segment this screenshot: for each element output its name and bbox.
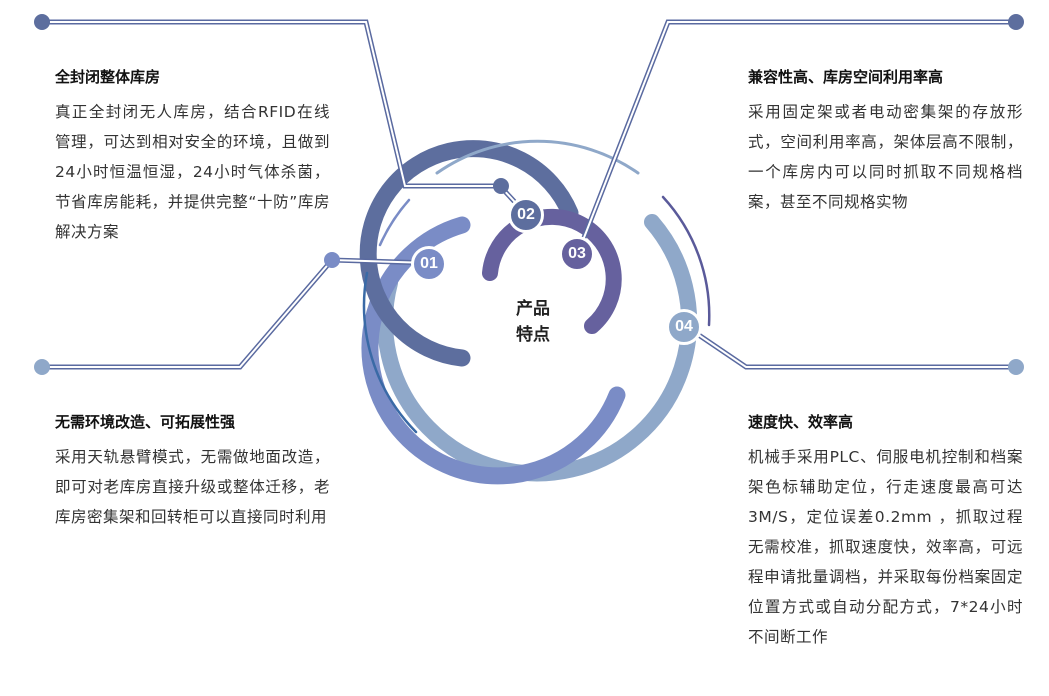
connector-04 [682,322,1016,370]
ring-01 [361,216,626,485]
center-label-line2: 特点 [516,325,550,345]
center-label: 产品 特点 [503,296,563,348]
feature-body: 采用固定架或者电动密集架的存放形式，空间利用率高，架体层高不限制，一个库房内可以… [748,103,1023,211]
feature-title: 速度快、效率高 [748,413,854,431]
feature-02: 兼容性高、库房空间利用率高 采用固定架或者电动密集架的存放形式，空间利用率高，架… [748,66,1023,217]
thin-arc-left [362,271,418,434]
feature-body: 真正全封闭无人库房，结合RFID在线管理，可达到相对安全的环境，且做到24小时恒… [55,103,330,241]
feature-03: 无需环境改造、可拓展性强 采用天轨悬臂模式，无需做地面改造，即可对老库房直接升级… [55,411,330,532]
thin-arc-upper-left [378,198,411,247]
feature-04: 速度快、效率高 机械手采用PLC、伺服电机控制和档案架色标辅助定位，行走速度最高… [748,411,1023,652]
badge-01: 01 [411,246,447,282]
ring-02 [359,140,579,367]
feature-body: 采用天轨悬臂模式，无需做地面改造，即可对老库房直接升级或整体迁移，老库房密集架和… [55,448,330,526]
dot-icon [34,359,50,375]
feature-title: 无需环境改造、可拓展性强 [55,413,236,431]
feature-01: 全封闭整体库房 真正全封闭无人库房，结合RFID在线管理，可达到相对安全的环境，… [55,66,330,247]
dot-icon [1008,14,1024,30]
feature-title: 全封闭整体库房 [55,68,161,86]
dot-icon [34,14,50,30]
dot-icon [324,252,340,268]
dot-icon [1008,359,1024,375]
thin-arc-right [661,195,711,327]
badge-03: 03 [559,236,595,272]
badge-02: 02 [508,197,544,233]
feature-body: 机械手采用PLC、伺服电机控制和档案架色标辅助定位，行走速度最高可达3M/S，定… [748,448,1023,646]
center-label-line1: 产品 [516,299,550,319]
feature-title: 兼容性高、库房空间利用率高 [748,68,944,86]
ring-03 [482,208,622,334]
dot-icon [493,178,509,194]
badge-04: 04 [666,309,702,345]
